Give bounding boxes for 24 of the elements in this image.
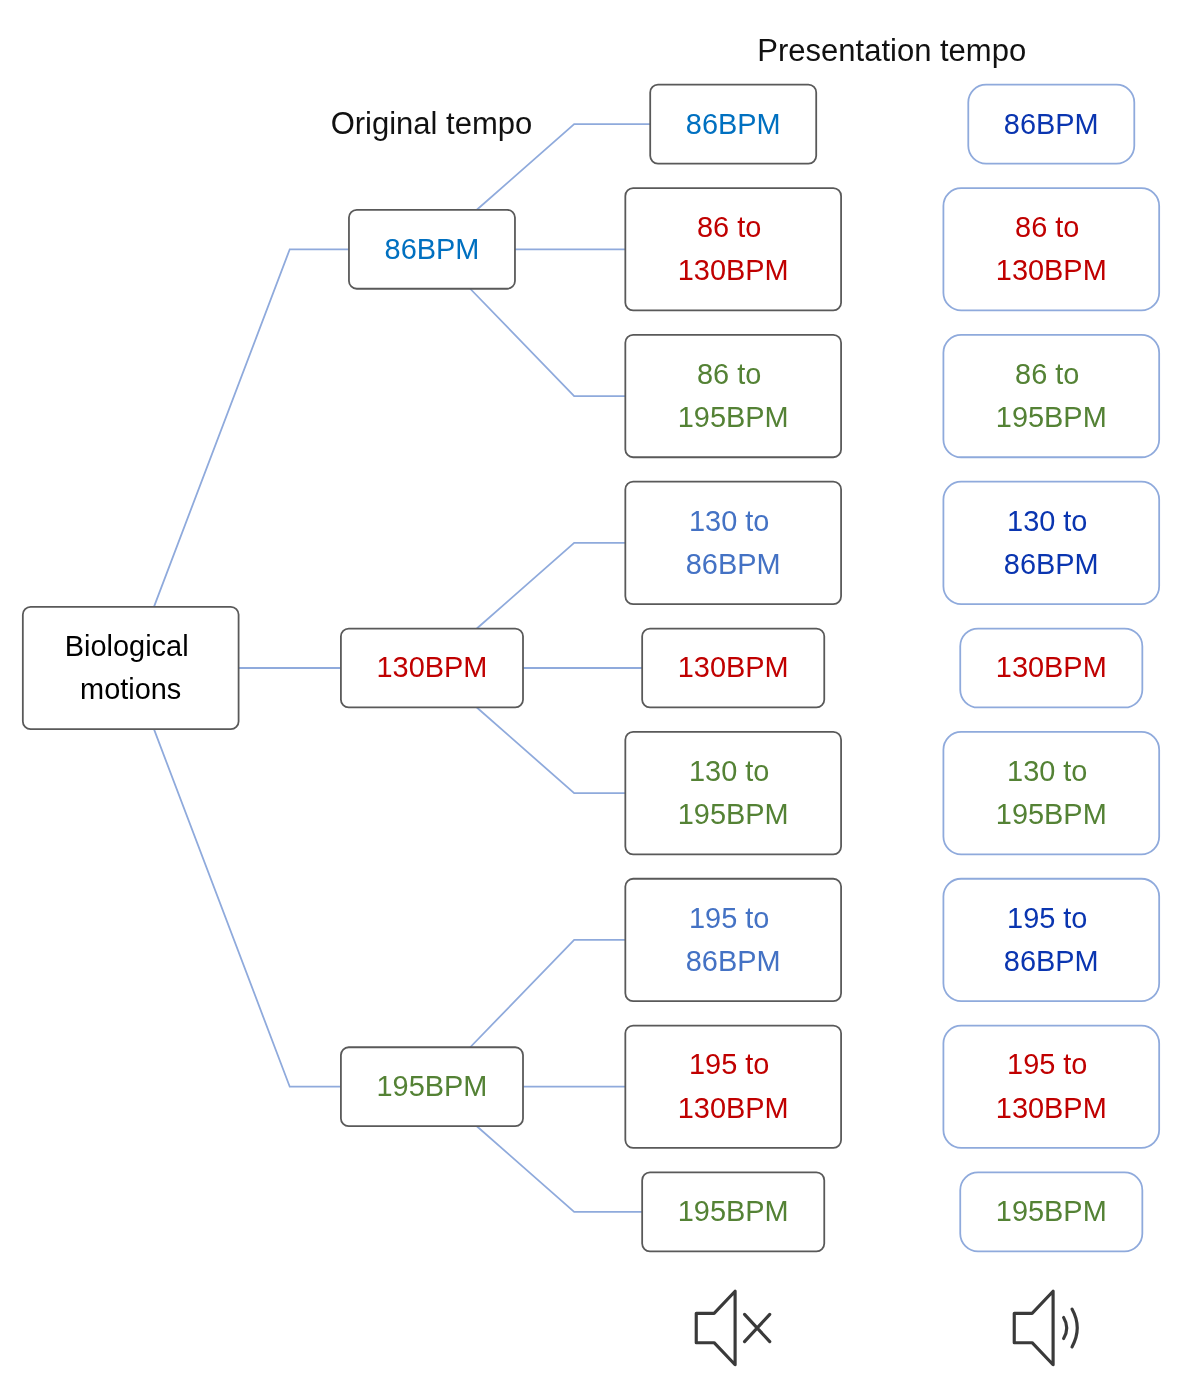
node-box: 195 to 86BPM bbox=[942, 877, 1160, 1002]
node-box: 130 to 195BPM bbox=[942, 731, 1160, 856]
node-box: 195BPM bbox=[640, 1171, 825, 1253]
node-box: 86 to 130BPM bbox=[623, 187, 842, 312]
node-box: 130BPM bbox=[640, 627, 825, 709]
node-box: Biological motions bbox=[21, 605, 239, 731]
node-box: 86BPM bbox=[648, 83, 817, 165]
node-box: 130BPM bbox=[958, 627, 1143, 709]
node-box: 130 to 86BPM bbox=[942, 480, 1160, 605]
node-box: 86 to 195BPM bbox=[623, 334, 842, 459]
node-box: 130BPM bbox=[339, 627, 524, 709]
column-heading: Original tempo bbox=[330, 106, 533, 142]
node-box: 86BPM bbox=[966, 83, 1135, 165]
node-box: 130 to 195BPM bbox=[623, 731, 842, 856]
node-box: 195 to 130BPM bbox=[623, 1024, 842, 1149]
node-box: 195BPM bbox=[958, 1171, 1143, 1253]
node-box: 130 to 86BPM bbox=[623, 480, 842, 605]
column-heading: Presentation tempo bbox=[757, 33, 1027, 69]
node-box: 195 to 86BPM bbox=[623, 877, 842, 1002]
node-box: 195 to 130BPM bbox=[942, 1024, 1160, 1149]
node-box: 86 to 195BPM bbox=[942, 334, 1160, 459]
node-box: 195BPM bbox=[339, 1046, 524, 1128]
node-box: 86 to 130BPM bbox=[942, 187, 1160, 312]
node-box: 86BPM bbox=[347, 208, 516, 290]
